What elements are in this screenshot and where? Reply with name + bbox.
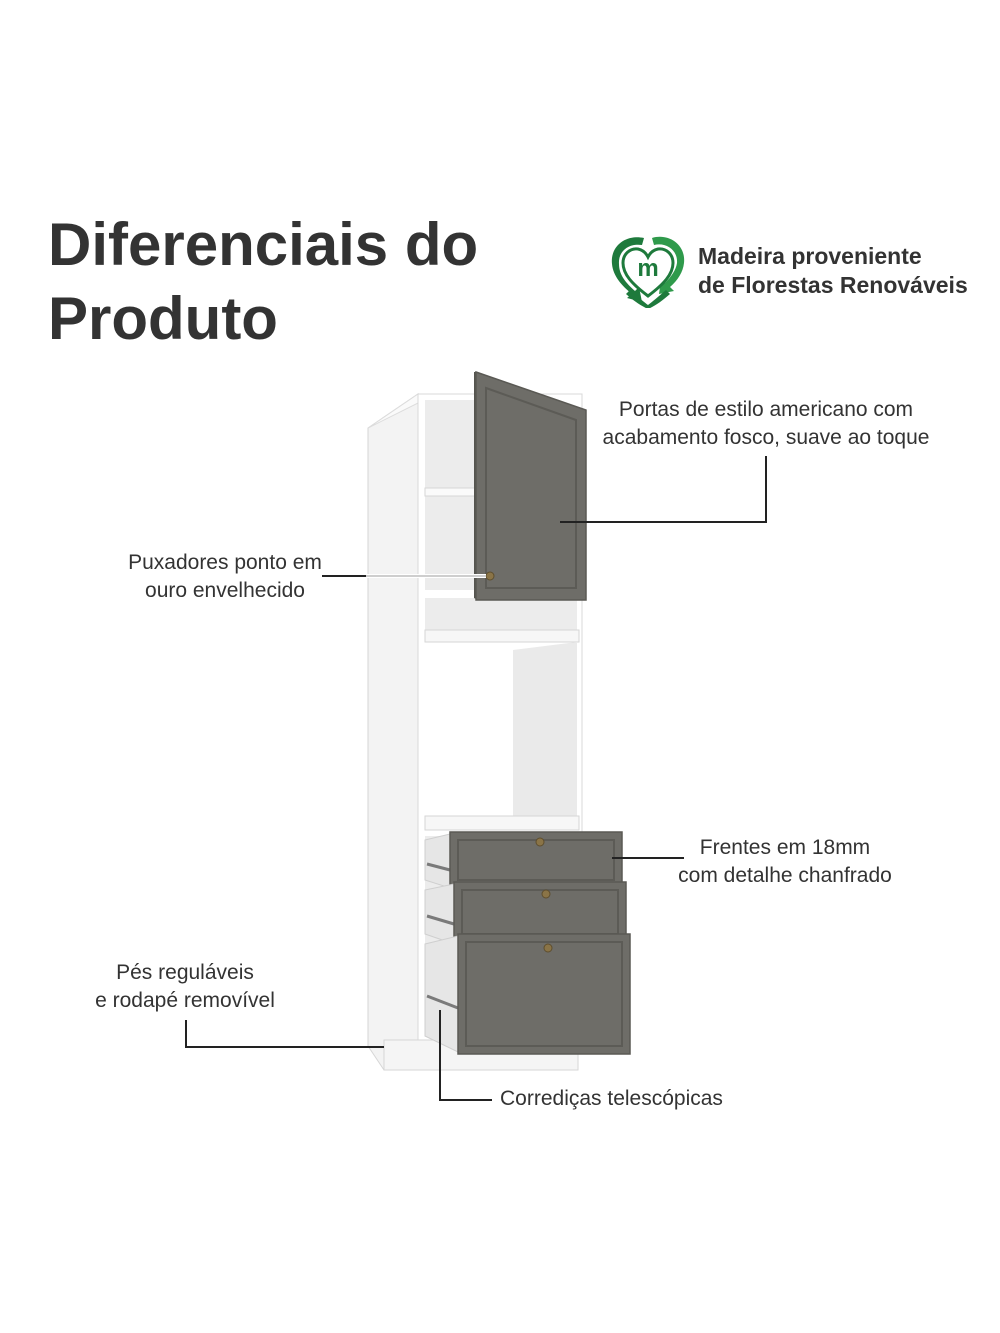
recycle-arrow-right <box>652 236 685 294</box>
badge-text: Madeira proveniente de Florestas Renováv… <box>698 242 968 300</box>
callout-puxadores-line-2: ouro envelhecido <box>145 579 305 602</box>
renewable-forest-badge: m Madeira proveniente de Florestas Renov… <box>608 232 988 308</box>
drawer-middle-slide <box>426 914 455 926</box>
oven-opening-back <box>425 650 513 816</box>
drawer-bottom-bevel <box>465 941 623 1047</box>
middle-shelf <box>424 629 580 643</box>
callout-portas-line-2: acabamento fosco, suave ao toque <box>602 426 930 449</box>
callout-portas: Portas de estilo americano com acabament… <box>580 396 952 452</box>
cabinet-side-panel <box>367 393 419 1071</box>
drawer-bottom <box>424 933 631 1055</box>
drawer-middle-handle <box>541 889 551 899</box>
badge-line-2: de Florestas Renováveis <box>698 272 968 298</box>
callout-pes-line-1: Pés reguláveis <box>116 961 254 984</box>
leader-line-portas <box>560 456 767 523</box>
drawer-top-front <box>449 831 623 889</box>
drawer-top-slide <box>426 862 451 872</box>
page-title-line-2: Produto <box>48 285 278 352</box>
callout-frentes-line-2: com detalhe chanfrado <box>678 864 892 887</box>
upper-door <box>474 370 587 601</box>
leader-line-pes <box>185 1020 384 1048</box>
niche-back <box>425 598 577 632</box>
callout-corredicas: Corrediças telescópicas <box>500 1085 723 1113</box>
drawer-bottom-handle <box>543 943 553 953</box>
drawer-top <box>424 831 623 889</box>
recycle-arrow-left <box>611 237 644 302</box>
badge-icon-letter: m <box>637 255 658 282</box>
page-title-line-1: Diferenciais do <box>48 211 479 278</box>
badge-line-1: Madeira proveniente <box>698 243 922 269</box>
lower-shelf <box>424 815 580 831</box>
callout-puxadores-line-1: Puxadores ponto em <box>128 551 322 574</box>
recycle-heart-m-icon: m <box>611 236 685 308</box>
callout-pes-line-2: e rodapé removível <box>95 989 275 1012</box>
drawer-bottom-front <box>457 933 631 1055</box>
callout-portas-line-1: Portas de estilo americano com <box>618 398 914 421</box>
upper-shelf <box>424 487 478 497</box>
drawer-top-handle <box>535 837 545 847</box>
drawer-middle-box <box>424 883 455 945</box>
recycle-arrow-bottom <box>626 290 670 308</box>
callout-corredicas-line-1: Corrediças telescópicas <box>500 1087 723 1110</box>
callout-frentes-line-1: Frentes em 18mm <box>699 836 871 859</box>
oven-opening-side <box>513 642 577 826</box>
drawer-bottom-box <box>424 935 459 1053</box>
callout-pes: Pés reguláveis e rodapé removível <box>70 959 300 1015</box>
page-title: Diferenciais do Produto <box>48 208 478 356</box>
leader-line-corredicas <box>439 1010 492 1101</box>
upper-door-bevel <box>485 386 577 589</box>
drawer-bottom-slide <box>426 994 459 1010</box>
callout-frentes: Frentes em 18mm com detalhe chanfrado <box>650 834 920 890</box>
upper-door-handle <box>485 571 495 581</box>
drawer-top-box <box>424 833 451 889</box>
heart-shape <box>621 247 675 298</box>
callout-puxadores: Puxadores ponto em ouro envelhecido <box>100 549 350 605</box>
upper-door-panel <box>475 370 587 601</box>
